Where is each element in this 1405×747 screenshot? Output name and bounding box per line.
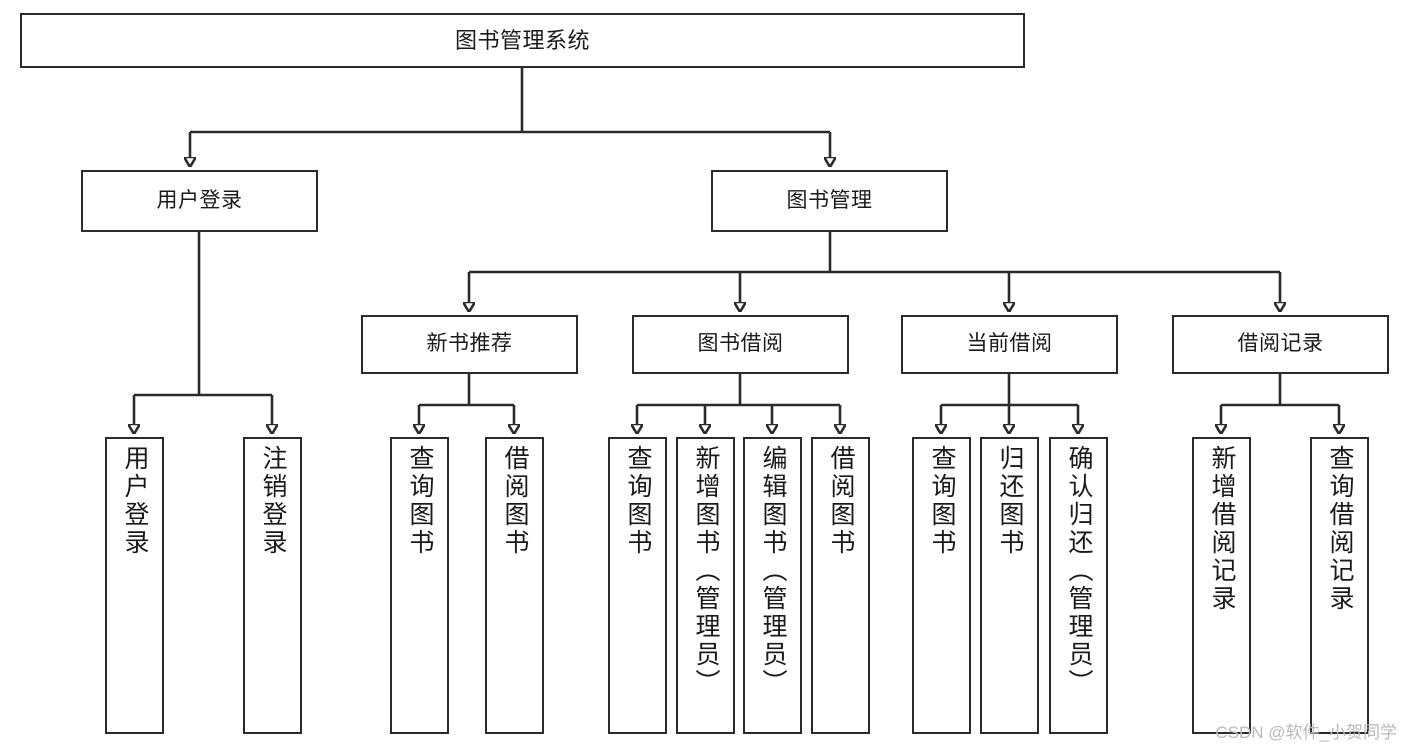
node-root-system[interactable]: 图书管理系统 <box>20 13 1025 68</box>
node-label: 借阅图书 <box>827 445 855 557</box>
node-label: 注销登录 <box>259 445 287 557</box>
leaf-current-confirm-return-admin[interactable]: 确认归还（管理员） <box>1049 437 1108 734</box>
node-label: 新书推荐 <box>426 332 513 356</box>
leaf-record-add-record[interactable]: 新增借阅记录 <box>1192 437 1251 734</box>
node-new-book-recommend[interactable]: 新书推荐 <box>361 315 578 374</box>
node-label: 编辑图书（管理员） <box>759 445 787 697</box>
leaf-borrow-query-book[interactable]: 查询图书 <box>608 437 667 734</box>
node-user-login[interactable]: 用户登录 <box>81 170 318 232</box>
node-label: 归还图书 <box>996 445 1024 557</box>
node-label: 图书管理 <box>786 188 873 212</box>
leaf-borrow-add-book-admin[interactable]: 新增图书（管理员） <box>676 437 735 734</box>
leaf-user-login-signout[interactable]: 注销登录 <box>243 437 302 734</box>
node-label: 新增借阅记录 <box>1208 445 1236 613</box>
node-label: 图书借阅 <box>697 332 784 356</box>
node-label: 用户登录 <box>121 445 149 557</box>
node-current-borrow[interactable]: 当前借阅 <box>901 315 1118 374</box>
leaf-current-query-book[interactable]: 查询图书 <box>912 437 971 734</box>
node-borrow-record[interactable]: 借阅记录 <box>1172 315 1389 374</box>
node-book-management[interactable]: 图书管理 <box>711 170 948 232</box>
node-label: 图书管理系统 <box>454 27 590 53</box>
leaf-recommend-borrow-book[interactable]: 借阅图书 <box>485 437 544 734</box>
leaf-borrow-edit-book-admin[interactable]: 编辑图书（管理员） <box>743 437 802 734</box>
node-label: 新增图书（管理员） <box>692 445 720 697</box>
node-label: 当前借阅 <box>966 332 1053 356</box>
leaf-borrow-borrow-book[interactable]: 借阅图书 <box>811 437 870 734</box>
node-book-borrow[interactable]: 图书借阅 <box>632 315 849 374</box>
node-label: 用户登录 <box>156 188 243 212</box>
leaf-user-login-signin[interactable]: 用户登录 <box>105 437 164 734</box>
node-label: 查询借阅记录 <box>1326 445 1354 613</box>
node-label: 查询图书 <box>406 445 434 557</box>
leaf-current-return-book[interactable]: 归还图书 <box>980 437 1039 734</box>
node-label: 查询图书 <box>624 445 652 557</box>
node-label: 借阅图书 <box>501 445 529 557</box>
leaf-record-query-record[interactable]: 查询借阅记录 <box>1310 437 1369 734</box>
leaf-recommend-query-book[interactable]: 查询图书 <box>390 437 449 734</box>
node-label: 查询图书 <box>928 445 956 557</box>
node-label: 借阅记录 <box>1237 332 1324 356</box>
node-label: 确认归还（管理员） <box>1065 445 1093 697</box>
